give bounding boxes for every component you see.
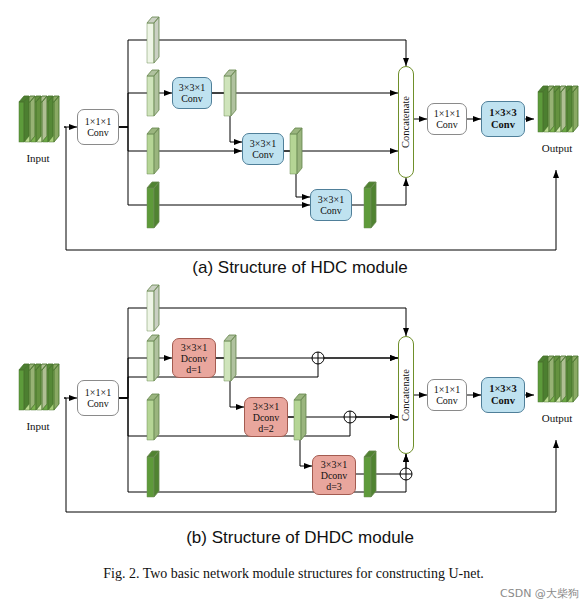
feature-map — [147, 17, 159, 63]
feature-map — [147, 285, 159, 331]
dilated-conv-box: 3×3×1 Dconv d=2 — [244, 397, 288, 437]
conv-box: 1×1×1 Conv — [427, 103, 467, 135]
node-text: 1×1×1 Conv — [428, 384, 466, 406]
feature-map — [147, 182, 159, 228]
feature-map — [224, 335, 236, 381]
arrow-connector — [119, 40, 406, 127]
arrow-connector — [356, 454, 406, 474]
dilated-conv-box: 3×3×1 Dconv d=3 — [312, 455, 356, 495]
arrow-connector — [525, 119, 534, 120]
add-symbol — [312, 352, 324, 364]
node-text: 1×1×1 Conv — [78, 116, 118, 138]
arrow-connector — [352, 178, 406, 205]
arrow-connector — [212, 93, 242, 142]
feature-slab — [538, 86, 548, 132]
feature-volume-art — [12, 360, 64, 416]
arrow-connector — [284, 151, 310, 197]
arrow-connector — [414, 119, 427, 120]
feature-maps — [147, 17, 376, 497]
feature-map — [147, 128, 159, 174]
figure-caption: Fig. 2. Two basic network module structu… — [0, 566, 587, 582]
feature-map — [147, 335, 159, 381]
feature-volume-art — [534, 352, 580, 408]
arrow-connector — [119, 398, 398, 436]
node-text: Input — [26, 420, 49, 433]
node-text: 3×3×1 Dconv d=3 — [313, 459, 355, 492]
feature-volume: Output — [534, 82, 580, 170]
conv-box: 1×3×3 Conv — [481, 377, 525, 413]
node-text: 1×1×1 Conv — [78, 387, 118, 409]
node-text: Concatenate — [400, 96, 412, 148]
feature-volume: Input — [12, 360, 64, 440]
arrow-connector — [64, 398, 556, 512]
node-text: Output — [542, 142, 573, 155]
feature-map — [364, 182, 376, 228]
node-text: 3×3×1 Dconv d=2 — [245, 401, 287, 434]
node-text: Output — [542, 412, 573, 425]
arrow-connector — [119, 358, 398, 398]
dilated-conv-box: 3×3×1 Dconv d=1 — [172, 338, 216, 378]
feature-volume: Input — [12, 92, 64, 172]
add-symbol — [400, 468, 412, 480]
node-text: 3×3×1 Dconv d=1 — [173, 342, 215, 375]
conv-box: 1×1×1 Conv — [77, 109, 119, 145]
feature-map — [147, 70, 159, 116]
arrow-connector — [467, 119, 481, 120]
feature-map — [147, 394, 159, 440]
conv-box: 1×1×1 Conv — [427, 379, 467, 411]
arrow-connector — [119, 398, 406, 492]
feature-volume: Output — [534, 352, 580, 440]
add-symbol — [312, 352, 324, 364]
add-symbol — [344, 411, 356, 423]
conv-box: 1×3×3 Conv — [481, 101, 525, 137]
concat-box: Concatenate — [398, 336, 414, 454]
arrow-connector — [119, 127, 242, 151]
conv-box: 3×3×1 Conv — [242, 133, 284, 165]
panel-caption: (a) Structure of HDC module — [0, 258, 587, 278]
arrow-connector — [288, 417, 312, 466]
node-text: 3×3×1 Conv — [311, 194, 351, 216]
feature-map — [147, 451, 159, 497]
arrow-connector — [525, 395, 534, 396]
feature-map — [290, 128, 302, 174]
feature-map — [294, 394, 306, 440]
arrow-connector — [414, 395, 427, 396]
feature-slab — [19, 364, 29, 410]
arrow-connector — [119, 127, 310, 205]
arrow-connector — [284, 151, 398, 152]
watermark: CSDN @大柴狗 — [500, 586, 584, 601]
node-text: Concatenate — [400, 369, 412, 421]
conv-box: 1×1×1 Conv — [77, 380, 119, 416]
add-symbol — [344, 411, 356, 423]
node-text: 1×3×3 Conv — [482, 107, 524, 130]
feature-volume-art — [534, 82, 580, 138]
node-text: 3×3×1 Conv — [173, 82, 211, 104]
panel-caption: (b) Structure of DHDC module — [0, 528, 587, 548]
arrow-connector — [467, 395, 481, 396]
arrow-connector — [119, 308, 406, 398]
feature-slab — [538, 356, 548, 402]
arrow-connector — [212, 93, 398, 94]
feature-volume-art — [12, 92, 64, 148]
arrow-connector — [119, 93, 172, 127]
node-text: 3×3×1 Conv — [243, 138, 283, 160]
feature-map — [224, 70, 236, 116]
arrow-connector — [216, 358, 244, 407]
feature-slab — [19, 96, 29, 142]
node-text: 1×3×3 Conv — [482, 383, 524, 406]
arrow-connector — [119, 358, 172, 398]
arrow-connector — [64, 127, 556, 250]
node-text: Input — [26, 152, 49, 165]
conv-box: 3×3×1 Conv — [172, 77, 212, 109]
add-symbol — [400, 468, 412, 480]
concat-box: Concatenate — [398, 66, 414, 178]
feature-map — [364, 451, 376, 497]
conv-box: 3×3×1 Conv — [310, 189, 352, 221]
node-text: 1×1×1 Conv — [428, 108, 466, 130]
